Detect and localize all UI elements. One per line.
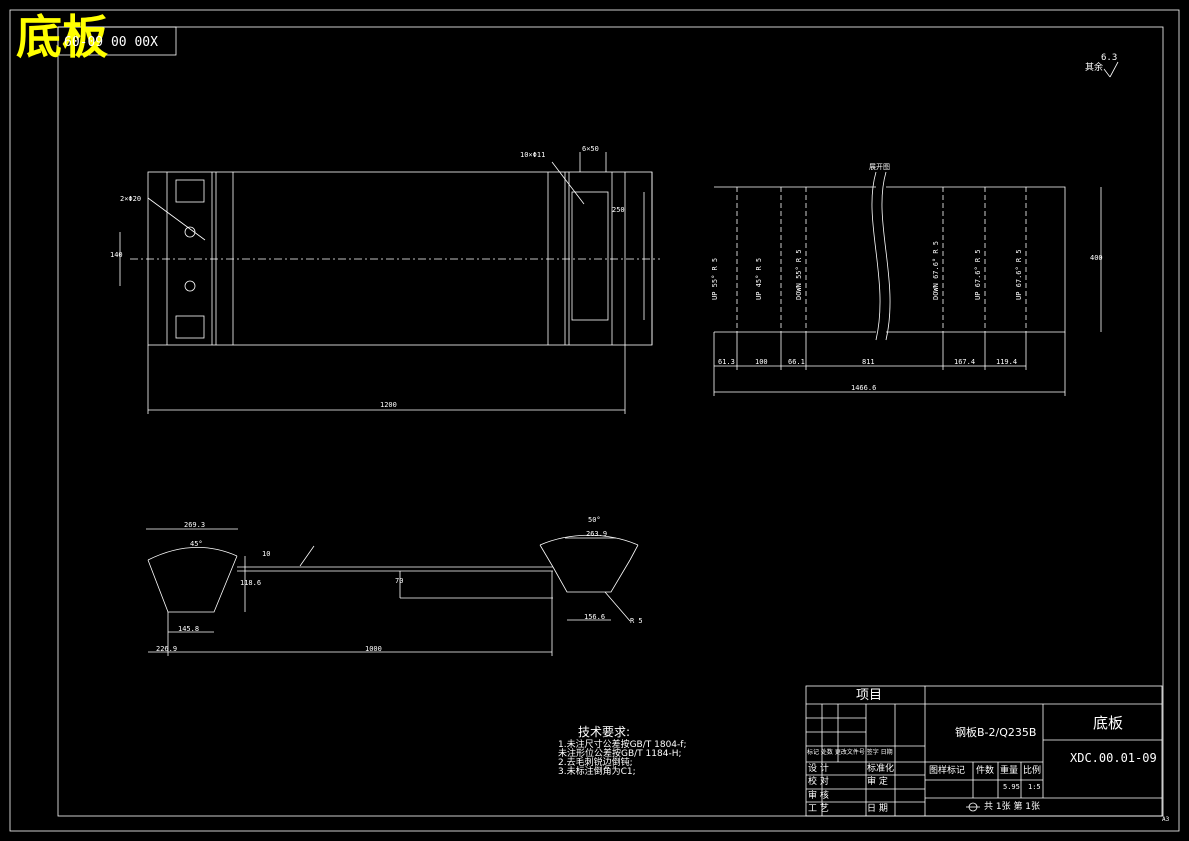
slope-note: R 5	[630, 617, 643, 625]
part-name: 底板	[1093, 714, 1124, 732]
length-dim: 1000	[365, 645, 382, 653]
info-label: 图样标记	[929, 766, 966, 776]
angle-left: 45°	[190, 540, 203, 548]
seg-dim: 66.1	[788, 358, 805, 366]
bend-note: UP 67.6° R 5	[974, 249, 982, 300]
develop-outline	[714, 186, 1066, 333]
info-label: 比例	[1023, 766, 1042, 776]
info-label: 重量	[1000, 766, 1019, 776]
drawing-code: XDC.00.01-09	[1070, 751, 1157, 765]
sheet-size-mark: A3	[1162, 816, 1170, 823]
seg-dim: 811	[862, 358, 875, 366]
roughness-value: 6.3	[1101, 53, 1118, 63]
bottom-right-dim: 156.6	[584, 613, 606, 621]
inner-border	[57, 26, 1164, 817]
mount-hole	[184, 280, 196, 292]
code-box	[57, 26, 177, 56]
seg-dim: 100	[755, 358, 768, 366]
title-block	[805, 685, 1163, 817]
project-label: 项目	[856, 688, 883, 703]
step-dim: 70	[395, 577, 404, 585]
weight-value: 5.95	[1003, 783, 1020, 791]
info-label: 件数	[976, 766, 995, 776]
overlay-title: 底板	[16, 10, 108, 64]
roughness-symbol	[1109, 61, 1119, 78]
mid-label: 审 定	[867, 777, 888, 787]
bend-note: DOWN 67.6° R 5	[932, 240, 940, 300]
mid-label: 标准化	[867, 764, 895, 774]
outer-border	[9, 9, 1180, 832]
tech-line: 2.去毛刺锐边倒钝;	[558, 758, 633, 768]
side-dim: 250	[612, 206, 625, 214]
top-view	[119, 152, 660, 414]
develop-height-dim: 400	[1090, 254, 1103, 262]
row-label: 审 核	[808, 791, 829, 801]
tech-line: 1.未注尺寸公差按GB/T 1804-f;	[558, 740, 687, 750]
bottom-left-dim: 145.8	[178, 625, 200, 633]
top-view-outline	[147, 171, 653, 346]
row-label: 工 艺	[808, 804, 829, 814]
sheet-count: 共 1张 第 1张	[984, 802, 1041, 812]
develop-note: 展开图	[869, 163, 890, 171]
title-block-frame	[805, 685, 1163, 817]
tech-line: 未注形位公差按GB/T 1184-H;	[558, 749, 682, 759]
bend-note: UP 67.6° R 5	[1015, 249, 1023, 300]
tech-line: 3.未标注倒角为C1;	[558, 767, 636, 777]
header-row: 标记 处数 更改文件号 签字 日期	[807, 749, 893, 756]
left-trapezoid	[147, 555, 238, 613]
height-dim: 118.6	[240, 579, 262, 587]
bend-note: UP 55° R 5	[711, 257, 719, 300]
seg-dim: 61.3	[718, 358, 735, 366]
bend-note: DOWN 55° R 5	[795, 249, 803, 300]
hole-note-left: 2×Φ20	[120, 195, 142, 203]
angle-right: 50°	[588, 516, 601, 524]
seg-dim: 119.4	[996, 358, 1018, 366]
mount-hole	[184, 226, 196, 238]
develop-view	[713, 171, 1102, 396]
row-label: 校 对	[808, 777, 829, 787]
seg-dim: 167.4	[954, 358, 976, 366]
bend-note: UP 45° R 5	[755, 257, 763, 300]
mid-label: 日 期	[867, 804, 888, 814]
top-left-dim: 269.3	[184, 521, 206, 529]
develop-overall-dim: 1466.6	[851, 384, 877, 392]
thickness-dim: 10	[262, 550, 271, 558]
front-view	[146, 528, 639, 656]
left-offset-dim: 226.9	[156, 645, 178, 653]
right-trapezoid	[552, 559, 631, 593]
top-height-dim: 140	[110, 251, 123, 259]
tech-requirements-heading: 技术要求:	[578, 725, 631, 739]
spacing-dim: 6×50	[582, 145, 599, 153]
hole-note-right: 10×Φ11	[520, 151, 546, 159]
top-right-dim: 263.9	[586, 530, 608, 538]
top-overall-dim: 1200	[380, 401, 397, 409]
row-label: 设 计	[808, 764, 829, 774]
drawing-code-box-text: 60-09 00 00X	[64, 35, 158, 50]
scale-value: 1:5	[1028, 783, 1041, 791]
roughness-label: 其余	[1085, 63, 1104, 73]
material: 钢板B-2/Q235B	[955, 726, 1037, 739]
